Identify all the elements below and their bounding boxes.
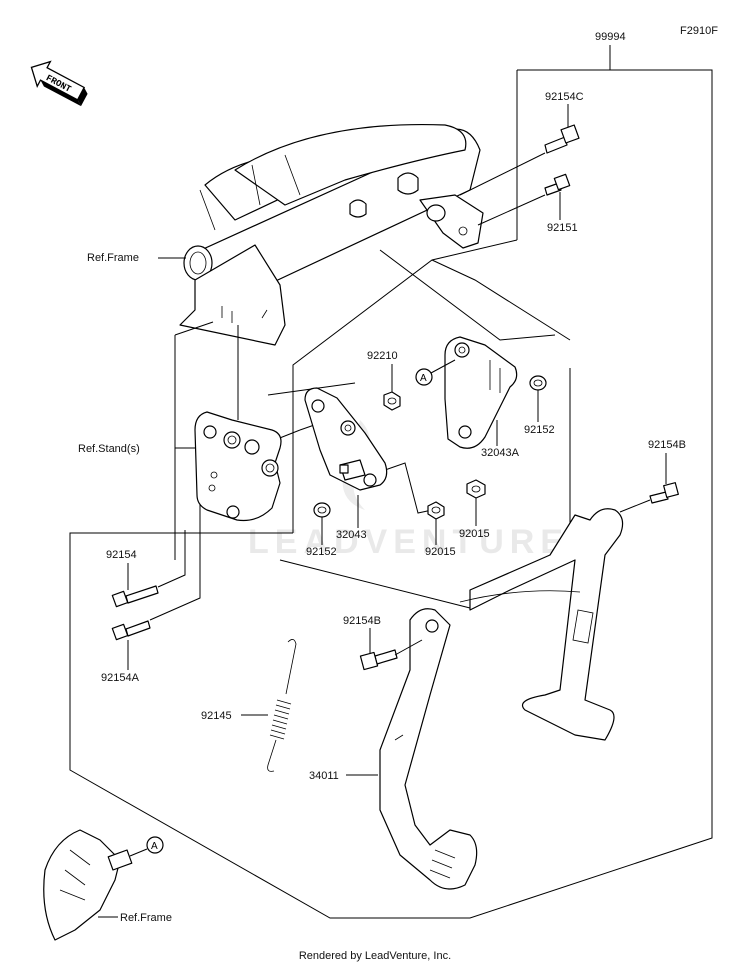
nut-92015-right — [466, 479, 486, 499]
front-arrow-icon: FRONT — [30, 60, 88, 107]
watermark: LEADVENTURE — [248, 420, 569, 561]
svg-text:A: A — [420, 373, 427, 384]
label-32043: 32043 — [336, 529, 367, 541]
bolt-92154a — [111, 620, 151, 641]
spring-92145 — [267, 639, 297, 772]
label-ref-stand: Ref.Stand(s) — [78, 443, 140, 455]
stand-bracket-left — [194, 411, 282, 522]
label-32043a: 32043A — [481, 447, 520, 459]
callout-a-bottom: A — [129, 836, 164, 857]
nut-92210 — [383, 391, 401, 411]
svg-text:A: A — [151, 841, 158, 852]
bolt-92154b-left — [359, 649, 398, 671]
label-99994: 99994 — [595, 31, 626, 43]
guide-lines — [149, 249, 596, 621]
bolt-92151 — [544, 173, 571, 196]
spacer-92152-left — [313, 502, 331, 518]
bolt-92154c — [544, 124, 580, 154]
label-92151: 92151 — [547, 222, 578, 234]
label-ref-frame-bottom: Ref.Frame — [120, 912, 172, 924]
label-92015-left: 92015 — [425, 546, 456, 558]
watermark-text: LEADVENTURE — [248, 523, 569, 561]
footer-credit: Rendered by LeadVenture, Inc. — [298, 950, 452, 962]
frame-bottom — [43, 829, 133, 941]
label-92154a: 92154A — [101, 672, 140, 684]
label-92015-right: 92015 — [459, 528, 490, 540]
label-92154: 92154 — [106, 549, 137, 561]
bracket-32043a — [444, 336, 518, 449]
spacer-92152-right — [529, 375, 547, 391]
callout-a-top: A — [415, 359, 456, 386]
frame-top — [179, 123, 484, 346]
kit-bracket-lines — [69, 45, 713, 919]
label-92152-left: 92152 — [306, 546, 337, 558]
label-92145: 92145 — [201, 710, 232, 722]
figure-code: F2910F — [680, 25, 718, 37]
bracket-32043 — [304, 387, 388, 491]
label-92154b-right: 92154B — [648, 439, 686, 451]
main-stand-34011 — [379, 508, 624, 890]
label-92154c: 92154C — [545, 91, 584, 103]
label-ref-frame-top: Ref.Frame — [87, 252, 139, 264]
nut-92015-left — [427, 501, 445, 520]
label-34011: 34011 — [309, 770, 339, 782]
bolt-92154 — [111, 585, 159, 608]
label-92154b-left: 92154B — [343, 615, 381, 627]
label-92152-right: 92152 — [524, 424, 555, 436]
label-92210: 92210 — [367, 350, 398, 362]
bolt-92154b-right — [649, 482, 679, 504]
